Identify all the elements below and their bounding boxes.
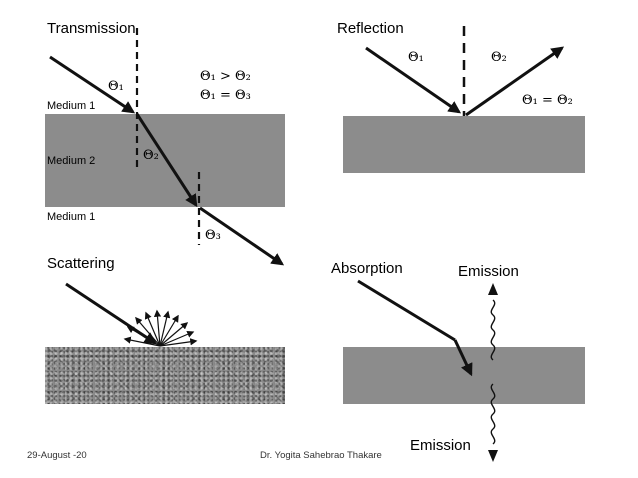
footer-date: 29-August -20: [27, 450, 87, 461]
reflection-theta2: Θ₂: [491, 50, 507, 65]
emission-bottom-label: Emission: [410, 437, 471, 454]
scattered-rays: [123, 309, 198, 347]
medium-2-slab: [45, 114, 285, 207]
scattering-incident-ray: [65, 282, 158, 345]
transmitted-ray: [199, 206, 285, 266]
medium-1-bottom-label: Medium 1: [47, 211, 96, 223]
reflection-incident-ray: [365, 46, 462, 114]
reflection-title: Reflection: [337, 20, 404, 37]
transmission-theta3: Θ₃: [205, 228, 221, 243]
incident-ray: [49, 55, 136, 114]
scattering-rough-slab: [45, 347, 285, 404]
footer-author: Dr. Yogita Sahebrao Thakare: [260, 450, 382, 461]
absorption-incident-ray: [357, 279, 456, 342]
transmission-relation-1: Θ₁ > Θ₂: [200, 69, 251, 84]
transmission-theta2: Θ₂: [143, 148, 159, 163]
medium-2-label: Medium 2: [47, 155, 96, 167]
reflection-reflected-ray: [465, 46, 565, 117]
reflection-theta1: Θ₁: [408, 50, 424, 65]
refracted-ray: [135, 113, 198, 208]
emission-wave-up: [488, 283, 498, 361]
reflection-diagram: [365, 26, 565, 117]
scattering-title: Scattering: [47, 255, 115, 272]
transmission-relation-2: Θ₁ = Θ₃: [200, 88, 251, 103]
scattering-diagram: [65, 282, 198, 347]
transmission-title: Transmission: [47, 20, 136, 37]
reflection-relation: Θ₁ = Θ₂: [522, 93, 573, 108]
transmission-theta1: Θ₁: [108, 79, 124, 94]
absorption-title: Absorption: [331, 260, 403, 277]
transmission-diagram: [49, 28, 285, 266]
reflection-slab: [343, 116, 585, 173]
absorption-absorbed-ray: [453, 339, 473, 377]
emission-wave-down: [488, 383, 498, 462]
absorption-diagram: [357, 279, 498, 462]
medium-1-top-label: Medium 1: [47, 100, 96, 112]
emission-top-label: Emission: [458, 263, 519, 280]
